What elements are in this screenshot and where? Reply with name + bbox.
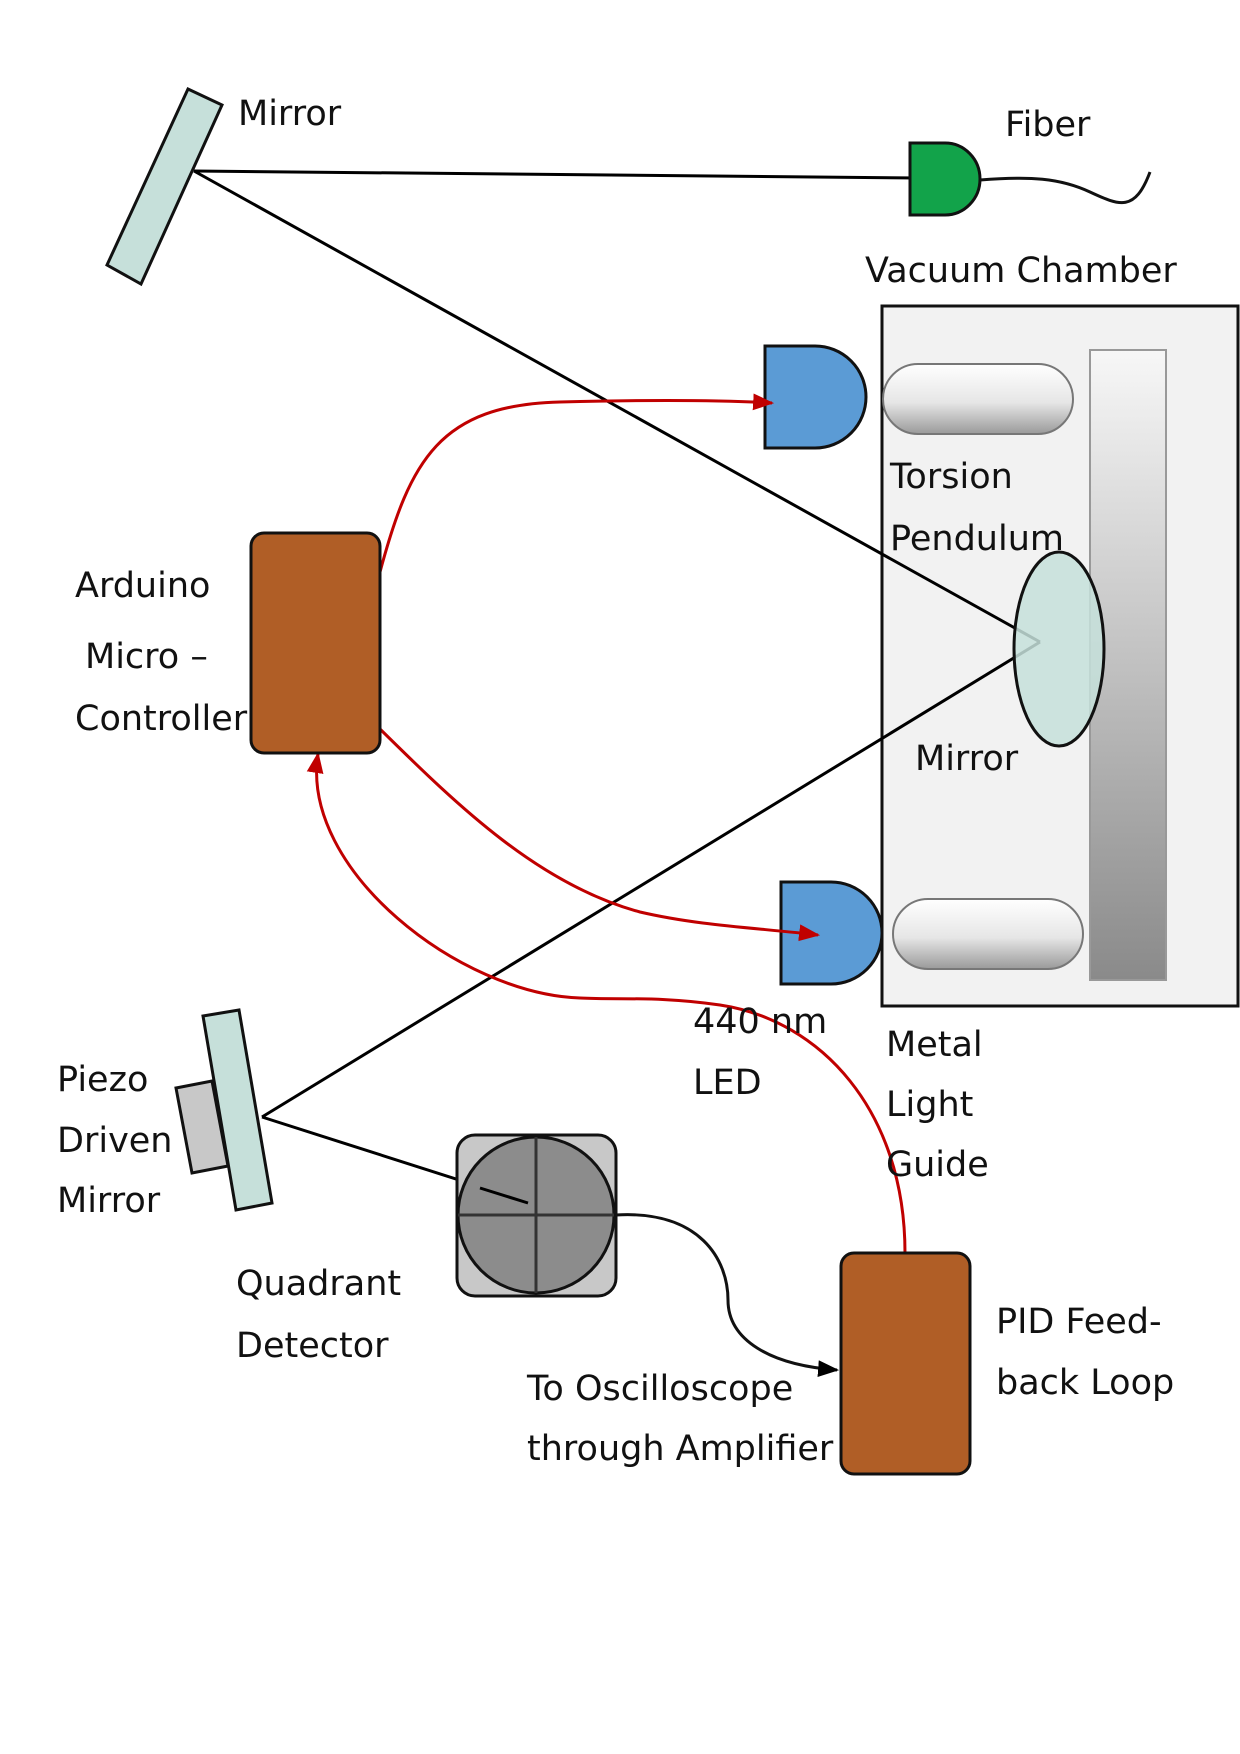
label-quadrant-1: Quadrant [236,1264,401,1304]
label-torsion-pendulum-2: Pendulum [890,519,1064,559]
fiber-cable [979,171,1152,205]
label-pendulum-mirror: Mirror [915,739,1019,779]
label-arduino-2: Micro – [85,637,208,677]
pid-box [839,1251,972,1476]
label-piezo-2: Driven [57,1121,173,1161]
cable-detector-to-pid [615,1213,840,1377]
arduino-box [249,531,382,755]
piezo-mirror [201,1008,274,1212]
fiber-coupler [908,141,982,217]
label-pid-2: back Loop [996,1363,1174,1403]
label-vacuum-chamber: Vacuum Chamber [865,251,1177,291]
wire-arduino-to-top-led [378,393,775,573]
led-bottom [779,880,884,986]
top-mirror [105,86,224,287]
label-light-guide-1: Metal [886,1025,983,1065]
label-led-2: LED [693,1063,762,1103]
beam-pendulum-to-piezo [261,640,1041,1119]
label-light-guide-2: Light [886,1085,973,1125]
label-piezo-3: Mirror [57,1181,161,1221]
label-led-1: 440 nm [693,1002,827,1042]
label-fiber: Fiber [1005,105,1091,145]
led-top [763,344,868,450]
label-light-guide-3: Guide [886,1145,989,1185]
label-torsion-pendulum-1: Torsion [889,457,1013,497]
label-pid-1: PID Feed- [996,1302,1162,1342]
label-arduino-3: Controller [75,699,248,739]
wire-pid-to-arduino [306,751,907,1254]
label-oscilloscope-1: To Oscilloscope [526,1369,793,1409]
wire-arduino-to-bottom-led [378,727,821,942]
beam-fiber-to-mirror [193,169,919,180]
beam-end-on-detector [479,1186,529,1205]
beam-mirror-to-pendulum [193,169,1041,644]
torsion-pendulum-rod-bottom [892,898,1084,970]
label-quadrant-2: Detector [236,1326,389,1366]
pendulum-mirror [1012,550,1106,748]
label-arduino-1: Arduino [75,566,210,606]
torsion-pendulum-rod-top [882,363,1074,435]
label-top-mirror: Mirror [238,94,342,134]
label-oscilloscope-2: through Amplifier [527,1429,834,1469]
label-piezo-1: Piezo [57,1060,148,1100]
